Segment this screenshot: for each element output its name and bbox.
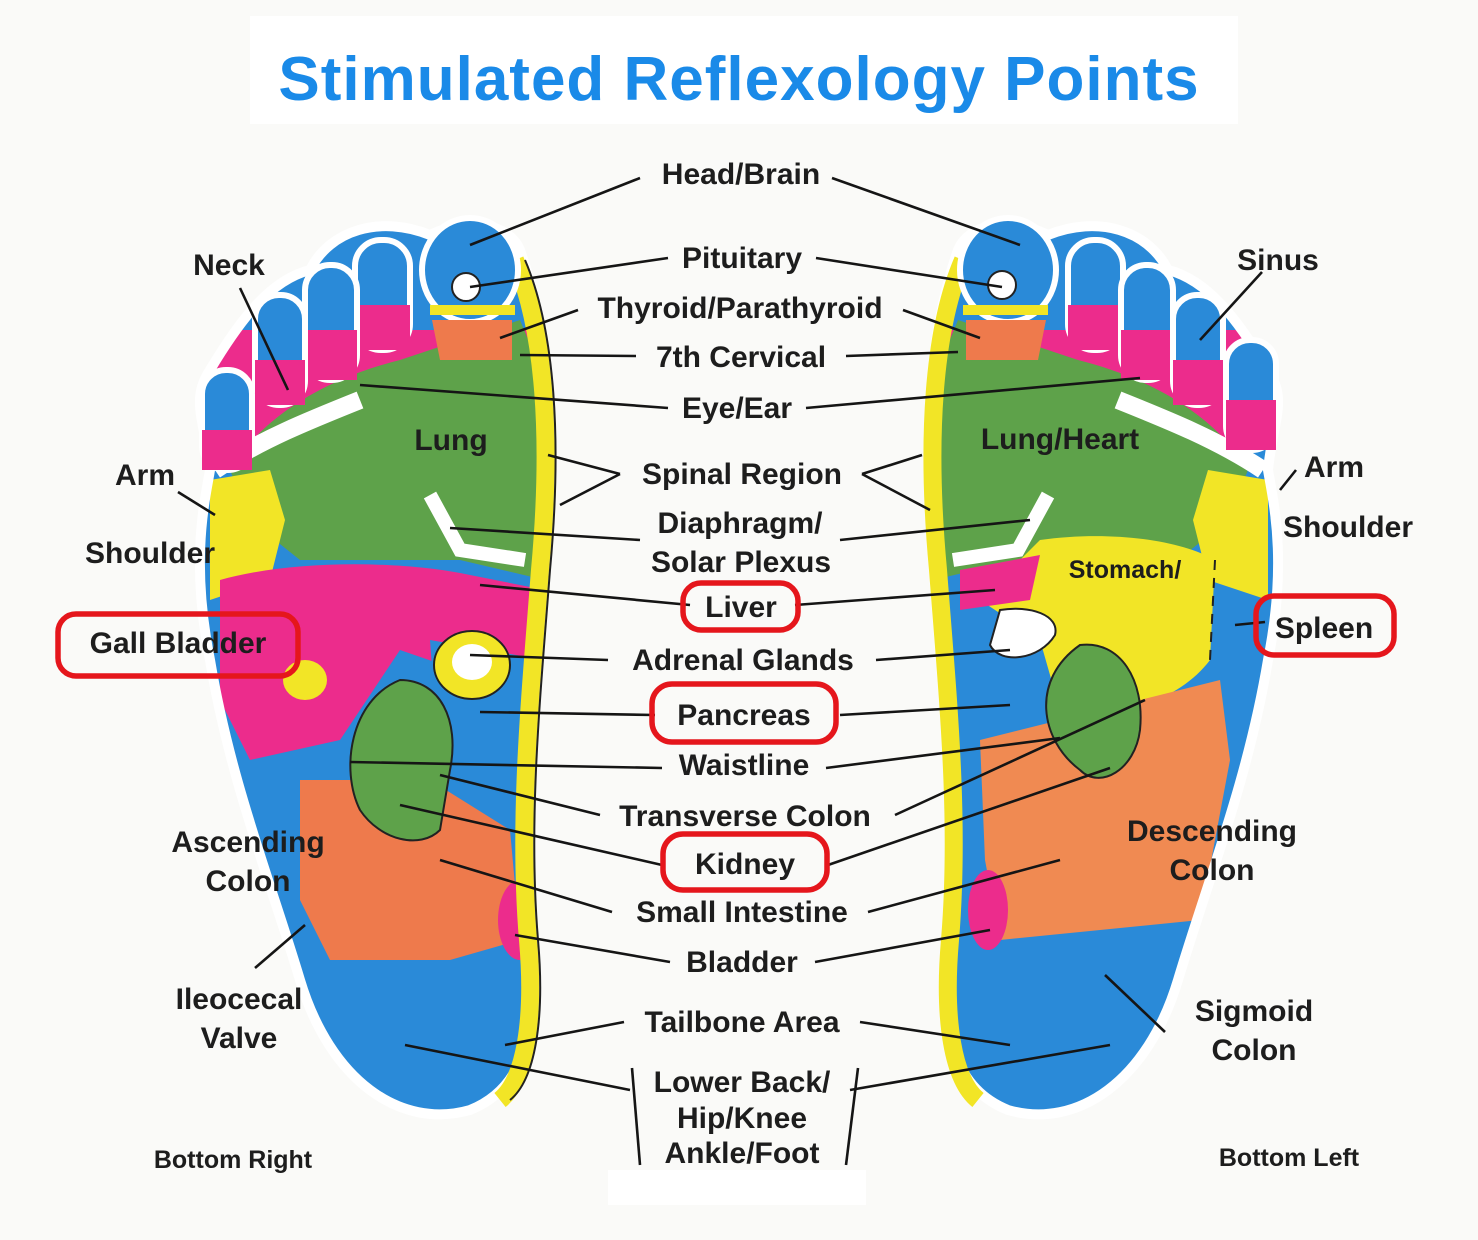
label-ascending-2: Colon [206,865,291,898]
label-lower-back: Lower Back/ [654,1066,831,1099]
label-transverse-colon: Transverse Colon [619,800,871,833]
label-sigmoid-2: Colon [1212,1034,1297,1067]
label-waistline: Waistline [679,749,810,782]
highlight-spleen [1253,593,1397,658]
label-lung: Lung [414,424,487,457]
label-arm-right: Arm [115,459,175,492]
highlight-gall-bladder [55,611,301,679]
label-eye-ear: Eye/Ear [682,392,792,425]
label-stomach: Stomach/ [1069,556,1182,584]
label-pituitary: Pituitary [682,242,802,275]
label-shoulder-left: Shoulder [1283,511,1413,544]
label-descending-1: Descending [1127,815,1297,848]
label-small-intestine: Small Intestine [636,896,848,929]
center-labels: Head/Brain Pituitary Thyroid/Parathyroid… [597,158,882,1170]
highlight-liver [680,580,801,633]
bottom-white-patch [608,1170,866,1205]
label-sinus: Sinus [1237,244,1319,277]
label-ascending-1: Ascending [171,826,324,859]
label-gall-bladder: Gall Bladder [90,627,267,660]
label-pancreas: Pancreas [677,699,810,732]
label-hip-knee: Hip/Knee [677,1102,807,1135]
label-solar-plexus: Solar Plexus [651,546,831,579]
highlight-kidney [660,831,830,893]
label-arm-left: Arm [1304,451,1364,484]
title-background [250,16,1238,124]
label-spleen: Spleen [1275,612,1373,645]
label-ankle-foot: Ankle/Foot [665,1137,820,1170]
caption-bottom-left: Bottom Left [1219,1144,1360,1172]
label-head-brain: Head/Brain [662,158,820,191]
left-foot-labels: Sinus Lung/Heart Arm Shoulder Stomach/ S… [981,244,1413,1172]
label-diaphragm: Diaphragm/ [657,507,823,540]
label-kidney: Kidney [695,848,795,881]
label-sigmoid-1: Sigmoid [1195,995,1313,1028]
label-spinal-region: Spinal Region [642,458,842,491]
label-7th-cervical: 7th Cervical [656,341,826,374]
page-title: Stimulated Reflexology Points [278,45,1200,114]
label-tailbone-area: Tailbone Area [644,1006,839,1039]
left-foot [923,215,1300,1140]
leader-lines [177,176,1298,1166]
right-foot [180,215,557,1140]
label-liver: Liver [705,591,777,624]
label-descending-2: Colon [1170,854,1255,887]
highlight-boxes [55,580,1397,893]
label-thyroid: Thyroid/Parathyroid [597,292,882,325]
highlight-pancreas [649,681,839,745]
right-foot-labels: Neck Lung Arm Shoulder Gall Bladder Asce… [85,249,488,1174]
label-shoulder-right: Shoulder [85,537,215,570]
label-ileocecal-2: Valve [201,1022,278,1055]
label-adrenal-glands: Adrenal Glands [632,644,854,677]
label-ileocecal-1: Ileocecal [176,983,303,1016]
label-lung-heart: Lung/Heart [981,423,1139,456]
label-bladder: Bladder [686,946,798,979]
caption-bottom-right: Bottom Right [154,1146,313,1174]
label-neck: Neck [193,249,265,282]
